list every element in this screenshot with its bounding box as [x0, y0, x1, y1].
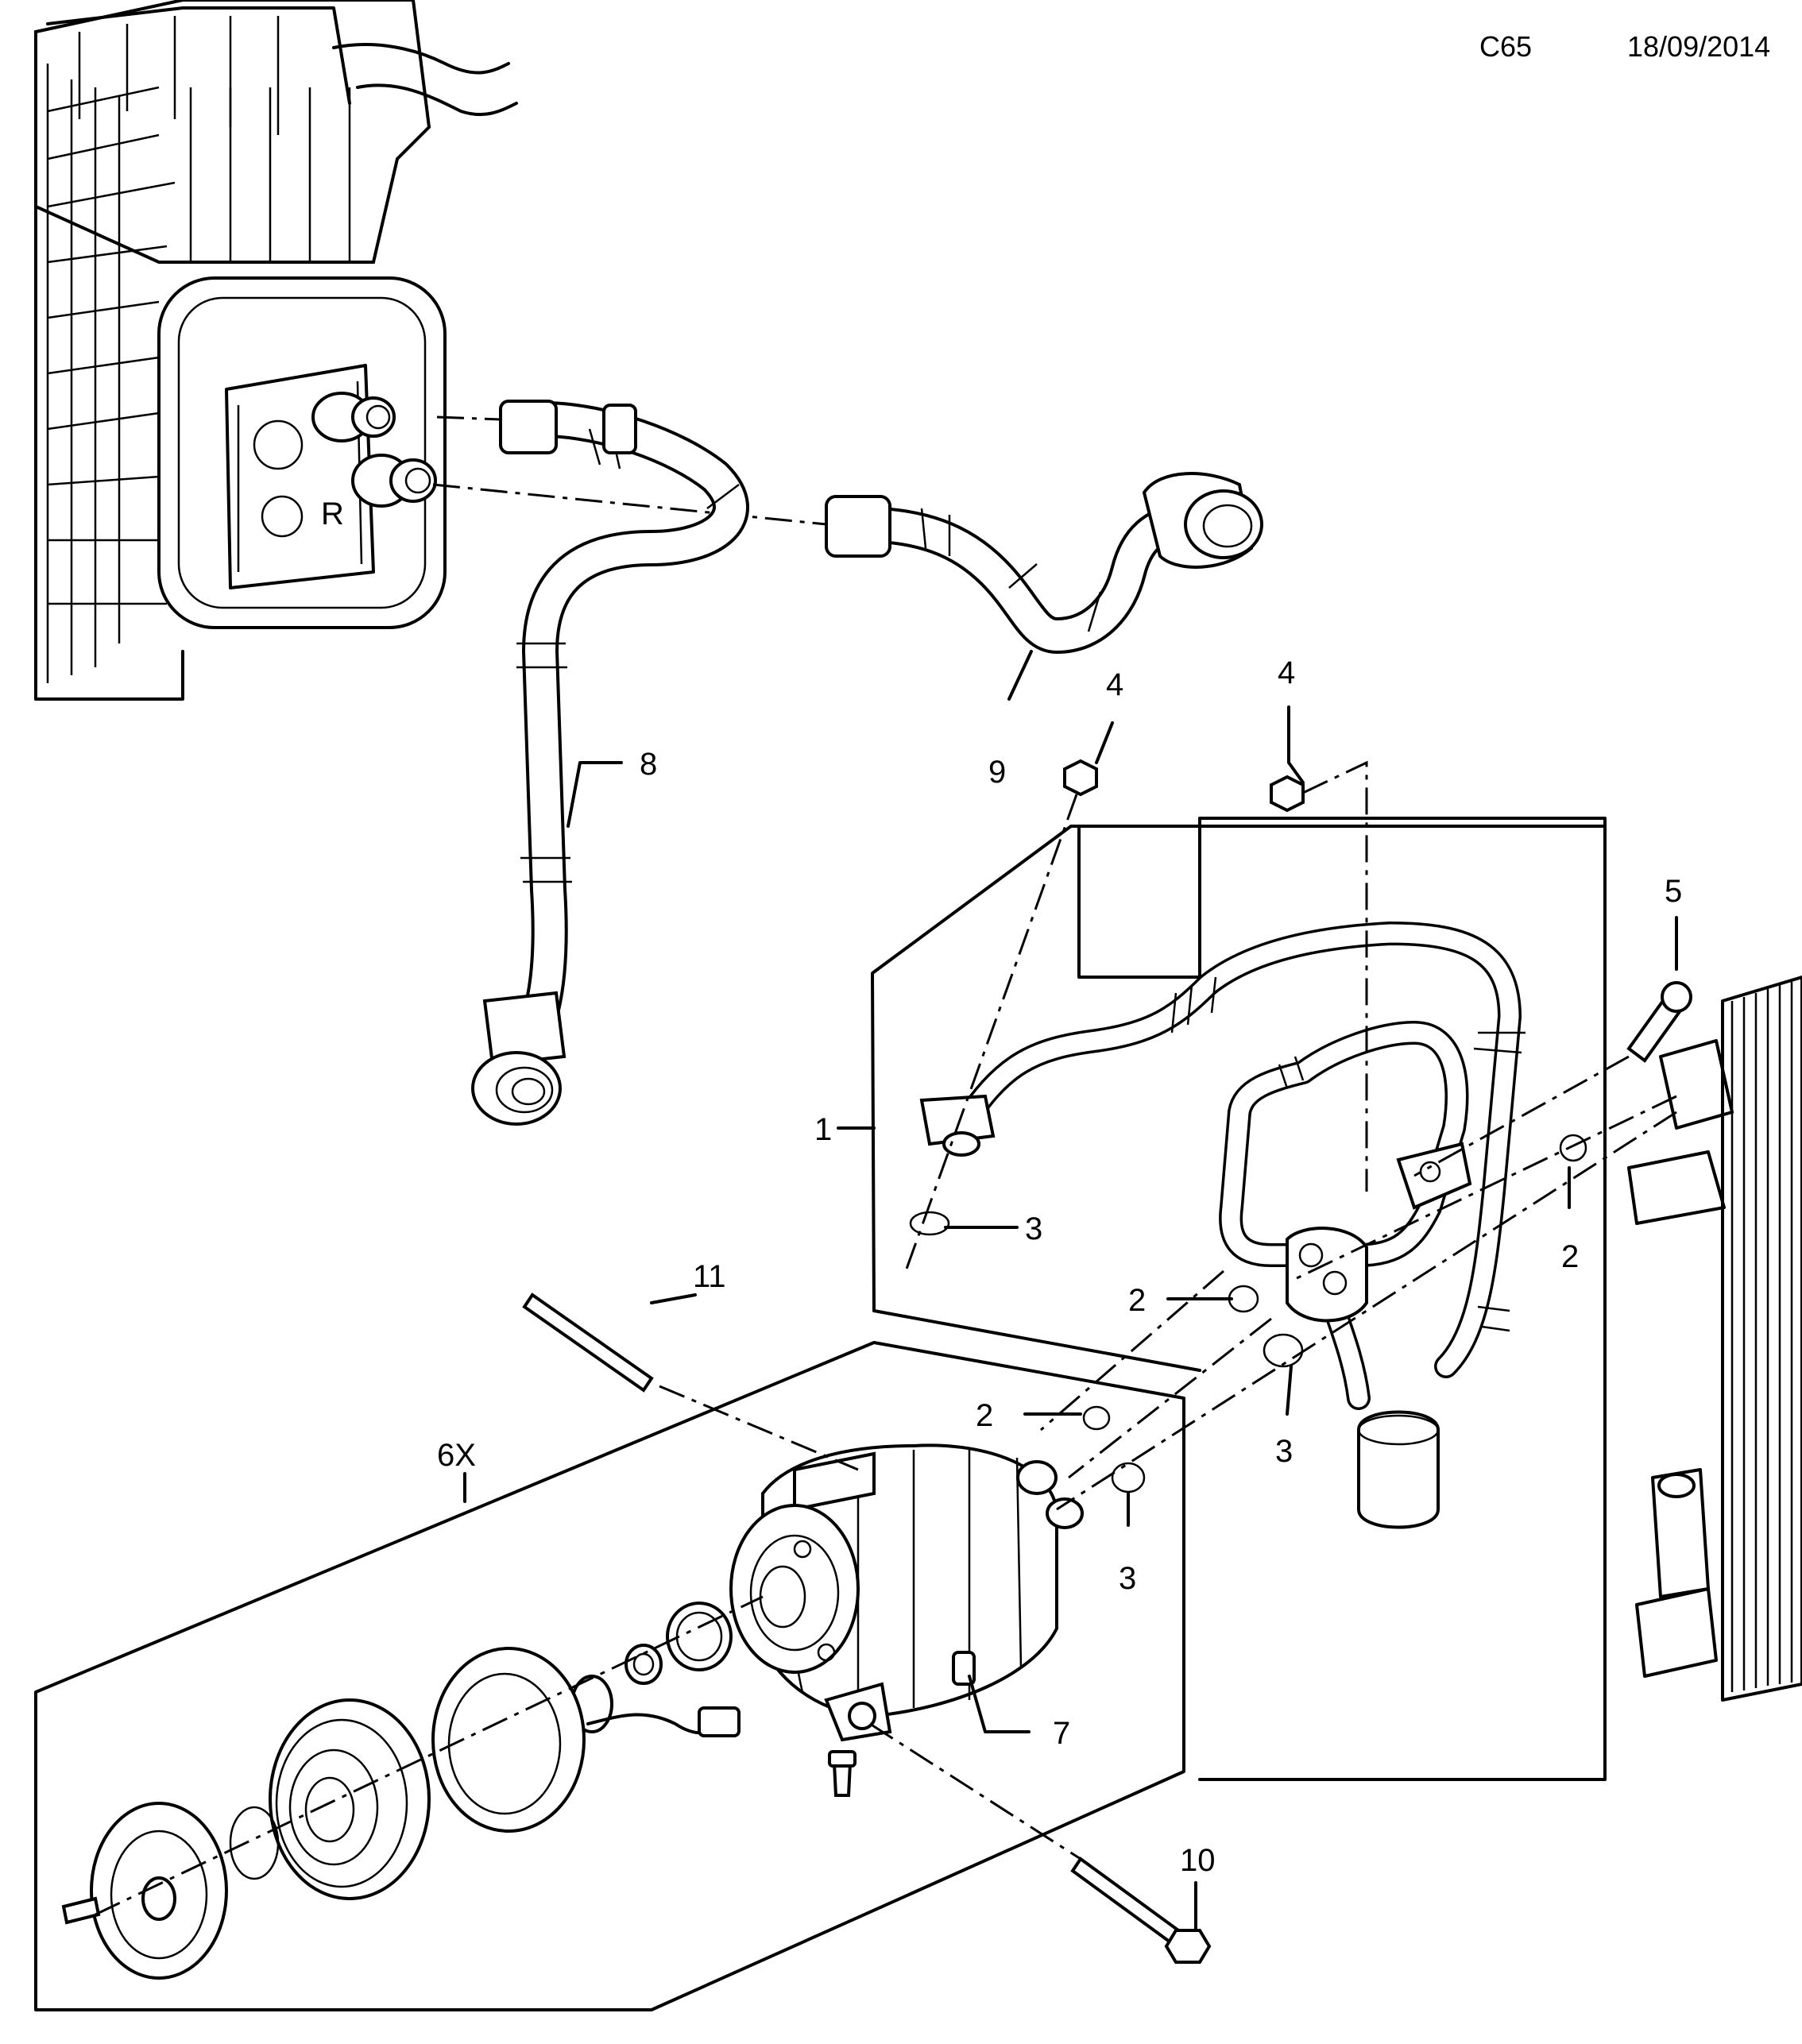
callout-2a: 2	[1561, 1239, 1579, 1274]
bolt-5	[1626, 981, 1692, 1063]
diagram-date: 18/09/2014	[1627, 30, 1771, 63]
callout-6x: 6X	[437, 1438, 476, 1473]
compressor	[729, 1443, 1084, 1797]
callout-1: 1	[814, 1112, 832, 1147]
seal-ring-3	[1111, 1462, 1146, 1493]
callout-4a: 4	[1106, 667, 1123, 702]
bolt-10	[1070, 1857, 1212, 1964]
nut-4	[1270, 775, 1305, 813]
seal-ring-2	[1559, 1134, 1587, 1162]
seal-ring-2	[1228, 1285, 1259, 1313]
callout-3c: 3	[1119, 1561, 1136, 1596]
callout-8: 8	[640, 747, 657, 782]
assembly-1-outline	[1077, 817, 1607, 979]
compressor-clutch	[61, 1602, 741, 1980]
callout-3b: 3	[1275, 1434, 1293, 1469]
condenser	[1627, 976, 1802, 1702]
seal-ring-3	[909, 1211, 950, 1236]
callout-7: 7	[1053, 1716, 1070, 1751]
callout-4b: 4	[1278, 655, 1295, 690]
heater-hose-9	[825, 472, 1263, 654]
diagram-code: C65	[1479, 30, 1533, 63]
callout-5: 5	[1665, 874, 1682, 909]
seal-ring-2	[1082, 1405, 1111, 1431]
refrigerator-pipes-1	[919, 922, 1526, 1529]
heater-mark: R	[321, 497, 344, 531]
heater-hose-8	[471, 400, 749, 1126]
assembly-6x-outline	[34, 1341, 1185, 2011]
nut-4	[1063, 759, 1098, 797]
callout-9: 9	[988, 755, 1006, 790]
callout-2b: 2	[1128, 1283, 1146, 1318]
callout-3a: 3	[1025, 1211, 1042, 1246]
heater-housing: R	[34, 0, 518, 701]
stud-11	[522, 1292, 654, 1393]
callout-10: 10	[1180, 1843, 1216, 1878]
seal-ring-3	[1263, 1333, 1304, 1368]
callout-11: 11	[693, 1259, 726, 1294]
callout-2c: 2	[976, 1398, 993, 1433]
